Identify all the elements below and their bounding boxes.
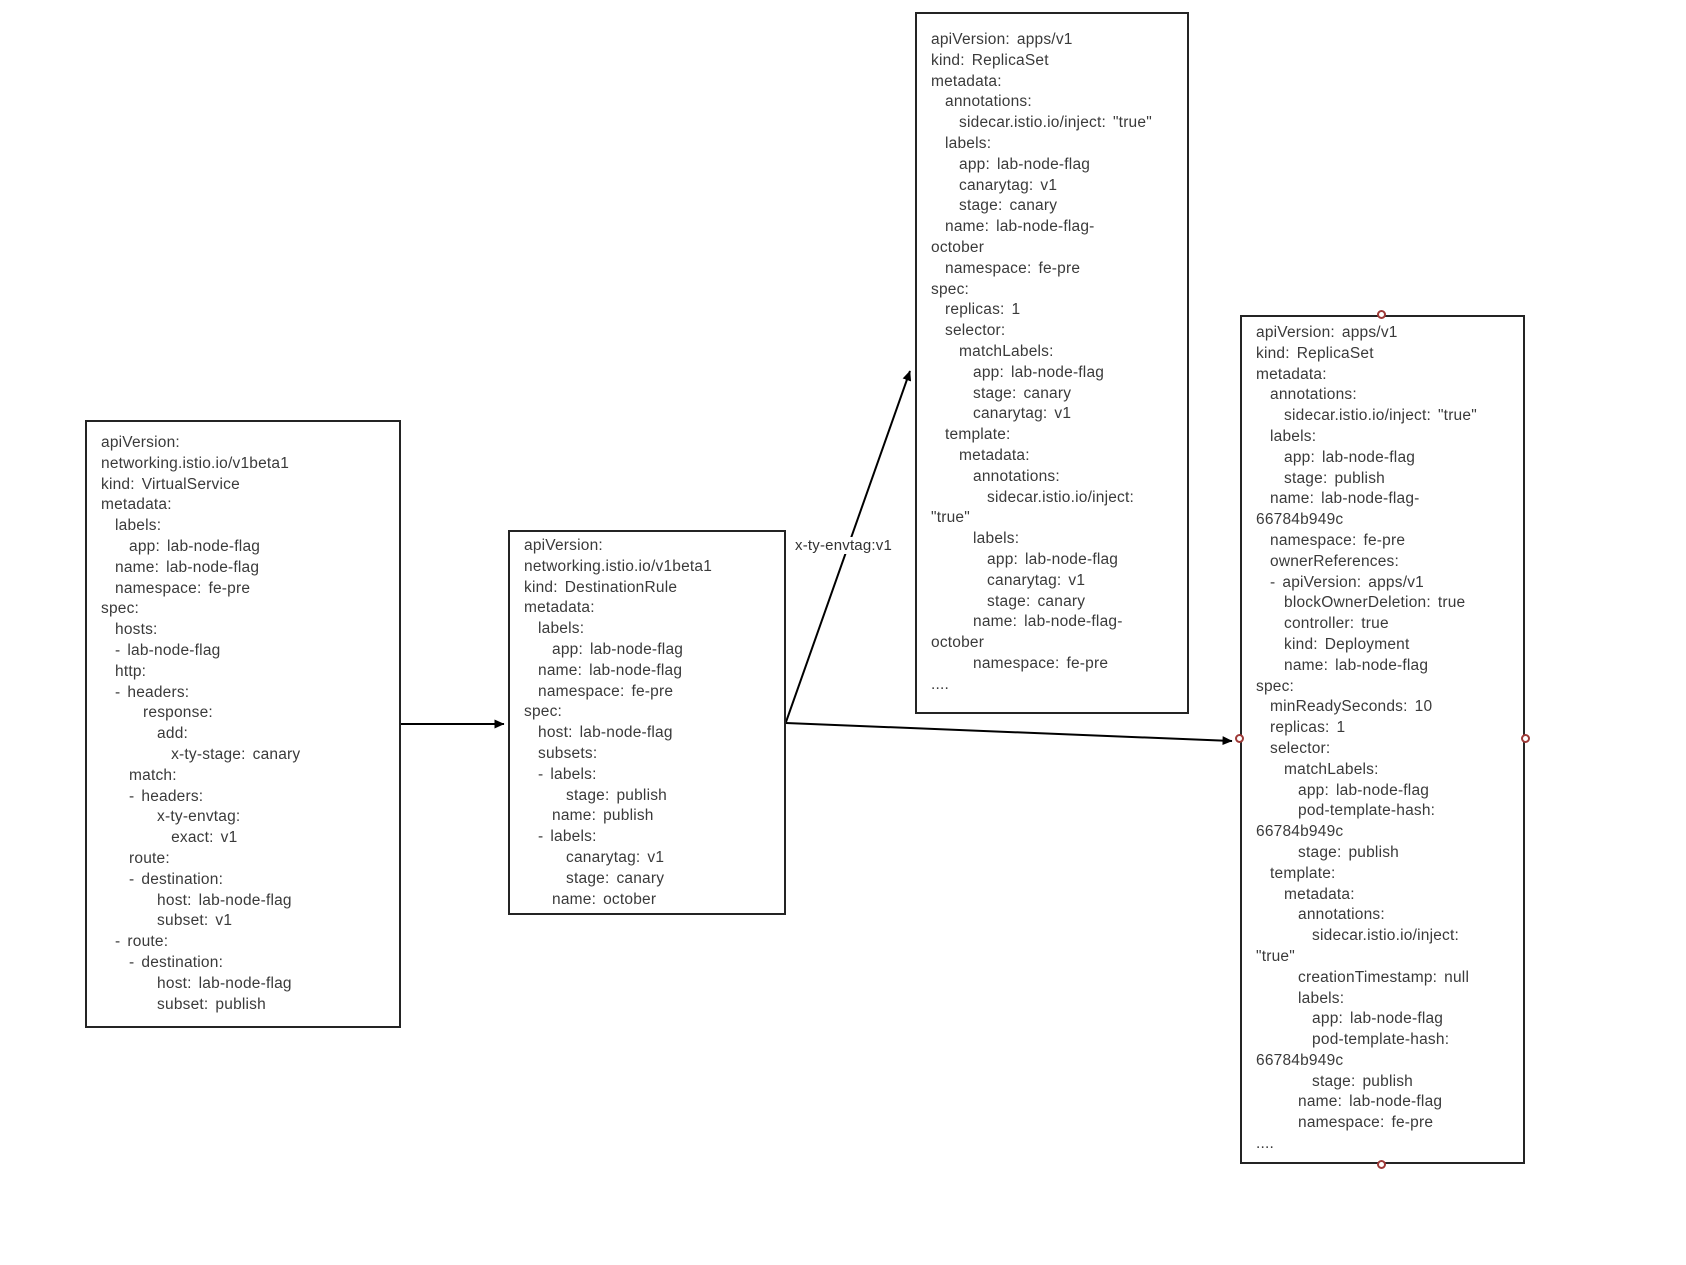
node-destinationrule[interactable]: apiVersion: networking.istio.io/v1beta1 … xyxy=(508,530,786,915)
replicaset-publish-yaml-text: apiVersion: apps/v1 kind: ReplicaSet met… xyxy=(1256,324,1477,1153)
replicaset-canary-yaml-text: apiVersion: apps/v1 kind: ReplicaSet met… xyxy=(931,31,1152,693)
node-virtualservice[interactable]: apiVersion: networking.istio.io/v1beta1 … xyxy=(85,420,401,1028)
destinationrule-yaml-text: apiVersion: networking.istio.io/v1beta1 … xyxy=(524,537,713,908)
node-replicaset-publish[interactable]: apiVersion: apps/v1 kind: ReplicaSet met… xyxy=(1235,310,1530,1169)
connection-handle-left[interactable] xyxy=(1235,733,1244,743)
connection-handle-right[interactable] xyxy=(1521,733,1530,743)
node-replicaset-canary[interactable]: apiVersion: apps/v1 kind: ReplicaSet met… xyxy=(915,12,1189,714)
edge-label-x-ty-envtag[interactable]: x-ty-envtag:v1 xyxy=(792,537,896,554)
connection-handle-top[interactable] xyxy=(1376,310,1386,319)
virtualservice-yaml-text: apiVersion: networking.istio.io/v1beta1 … xyxy=(101,434,301,1013)
edge-destinationrule-to-replicaset-publish[interactable] xyxy=(785,722,1233,746)
connection-handle-bottom[interactable] xyxy=(1376,1160,1386,1169)
